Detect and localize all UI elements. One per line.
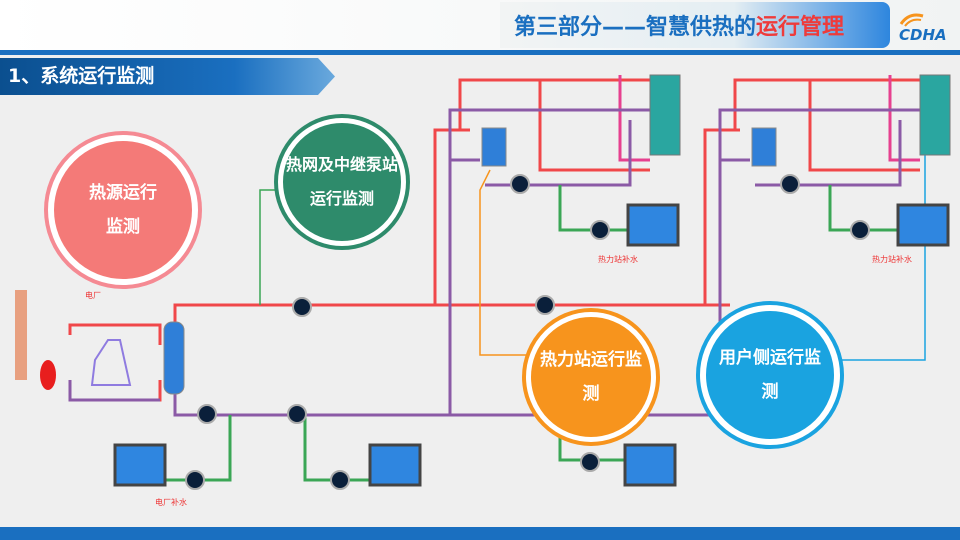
bubble-network-pump: 热网及中继泵站运行监测	[278, 118, 406, 246]
station-makeup-label: 热力站补水	[872, 254, 912, 264]
water-tank	[896, 203, 950, 247]
bubble-heat-source: 热源运行监测	[48, 135, 198, 285]
chimney-icon	[15, 290, 27, 380]
header-divider	[0, 50, 960, 55]
pump-icon	[535, 295, 555, 315]
svg-text:CDHA: CDHA	[899, 26, 947, 44]
bubble-station: 热力站运行监测	[526, 312, 656, 442]
building-2	[919, 74, 951, 156]
water-tank	[113, 443, 167, 487]
pump-icon	[580, 452, 600, 472]
supply-branch-2	[703, 78, 920, 305]
building-1	[649, 74, 681, 156]
footer-bar	[0, 527, 960, 540]
water-tank	[626, 203, 680, 247]
pump-icon	[330, 470, 350, 490]
pump-icon	[780, 174, 800, 194]
cooling-tower-icon	[90, 339, 132, 386]
return-branch-1	[448, 108, 650, 415]
section-title: 1、系统运行监测	[0, 58, 335, 95]
pump-icon	[510, 174, 530, 194]
pump-icon	[197, 404, 217, 424]
boiler-icon	[40, 360, 56, 390]
supply-branch-1	[433, 78, 650, 305]
plant-makeup-label: 电厂补水	[155, 497, 187, 507]
bubble-label: 用户侧运行监测	[719, 348, 821, 402]
plant-label: 电厂	[85, 290, 101, 300]
bubble-user-side: 用户侧运行监测	[700, 305, 840, 445]
bubble-label: 热网及中继泵站运行监测	[286, 155, 399, 208]
pump-icon	[590, 220, 610, 240]
bubble-label: 热力站运行监测	[540, 350, 642, 404]
pump-icon	[292, 297, 312, 317]
station-exchanger-1	[481, 127, 507, 167]
title-part2: 运行管理	[756, 15, 845, 40]
page-title: 第三部分——智慧供热的运行管理	[500, 2, 890, 48]
heat-exchanger-icon	[163, 321, 185, 395]
cdha-logo: CDHA	[899, 13, 947, 44]
station-exchanger-2	[751, 127, 777, 167]
station-makeup-label: 热力站补水	[598, 254, 638, 264]
pump-icon	[850, 220, 870, 240]
title-part1: 第三部分——智慧供热的	[514, 15, 757, 40]
water-tank	[368, 443, 422, 487]
supply-main-pipe	[173, 303, 730, 325]
water-tank	[623, 443, 677, 487]
pump-icon	[185, 470, 205, 490]
pump-icon	[287, 404, 307, 424]
bubble-label: 热源运行监测	[89, 183, 157, 237]
